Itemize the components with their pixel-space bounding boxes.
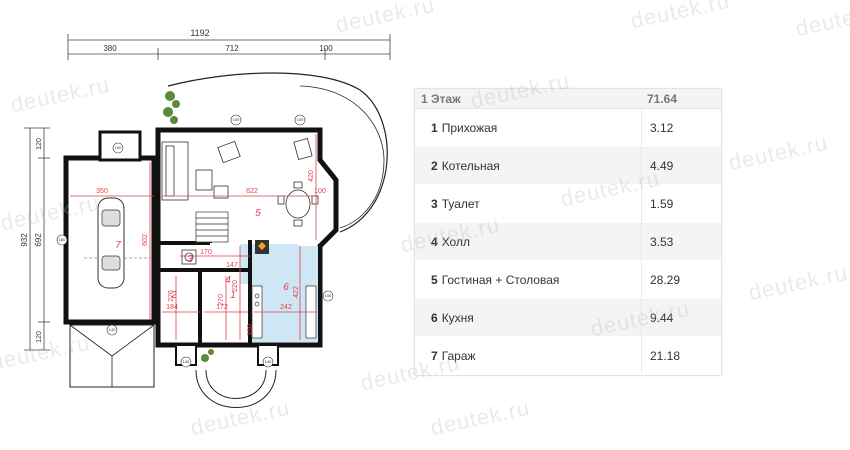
red-dimension-lines bbox=[70, 134, 317, 340]
room-name: Гараж bbox=[441, 348, 476, 363]
room-number-2: 2 bbox=[170, 290, 177, 301]
dim-seg-right: 100 bbox=[319, 44, 333, 53]
watermark: deutek.ru bbox=[793, 0, 850, 42]
dim-170: 170 bbox=[200, 249, 212, 256]
window-mark-d: 180 bbox=[59, 237, 66, 242]
dim-living-width: 622 bbox=[246, 188, 258, 195]
room-number-6: 6 bbox=[283, 282, 289, 293]
window-mark-c: 100 bbox=[297, 117, 304, 122]
room-number: 6 bbox=[431, 310, 438, 325]
room-area: 3.53 bbox=[641, 223, 721, 260]
dim-inner-height: 692 bbox=[34, 233, 43, 247]
entrance-porch bbox=[175, 344, 279, 408]
dim-garage-depth: 602 bbox=[142, 234, 149, 246]
dim-276: 276 bbox=[168, 290, 175, 302]
dim-top-offset: 120 bbox=[36, 138, 43, 150]
room-number: 4 bbox=[431, 234, 438, 249]
room-name: Кухня bbox=[441, 310, 474, 325]
window-mark-f: 140 bbox=[109, 327, 116, 332]
dim-living-depth: 420 bbox=[308, 170, 315, 182]
room-name: Гостиная + Столовая bbox=[441, 272, 560, 287]
room-area: 1.59 bbox=[641, 185, 721, 222]
furniture bbox=[161, 138, 319, 265]
window-markers bbox=[56, 114, 334, 368]
watermark: deutek.ru bbox=[428, 394, 533, 441]
room-number-7: 7 bbox=[115, 240, 121, 251]
dimension-left bbox=[24, 127, 50, 351]
room-area: 9.44 bbox=[641, 299, 721, 336]
car-icon bbox=[97, 197, 125, 289]
window-mark-b: 100 bbox=[233, 117, 240, 122]
room-name: Котельная bbox=[441, 158, 500, 173]
dim-270: 270 bbox=[218, 294, 225, 306]
table-header: 1 Этаж 71.64 bbox=[415, 89, 721, 109]
room-name: Прихожая bbox=[441, 120, 498, 135]
room-name: Туалет bbox=[441, 196, 480, 211]
room-number-4: 4 bbox=[225, 275, 231, 286]
fireplace-icon bbox=[255, 240, 269, 254]
dim-bottom-offset: 120 bbox=[36, 331, 43, 343]
room-number: 3 bbox=[431, 196, 438, 211]
watermark: deutek.ru bbox=[628, 0, 733, 34]
room-name: Холл bbox=[441, 234, 470, 249]
garage-ramp bbox=[69, 324, 155, 388]
floor-label: 1 Этаж bbox=[421, 91, 461, 106]
dimension-top bbox=[67, 34, 391, 60]
floor-plan: 1192 380 712 100 932 692 120 120 bbox=[20, 28, 391, 408]
room-number: 7 bbox=[431, 348, 438, 363]
room-number-5: 5 bbox=[255, 208, 261, 219]
room-number-3: 3 bbox=[187, 254, 193, 265]
watermark: deutek.ru bbox=[726, 129, 831, 176]
dim-total-height: 932 bbox=[20, 233, 29, 247]
dim-220: 220 bbox=[232, 280, 239, 292]
room-number-1: 1 bbox=[230, 290, 236, 301]
room-number: 5 bbox=[431, 272, 438, 287]
stairs bbox=[195, 211, 229, 243]
room-area: 3.12 bbox=[641, 109, 721, 146]
window-mark-a: 100 bbox=[115, 145, 122, 150]
room-area: 28.29 bbox=[641, 261, 721, 298]
dim-147: 147 bbox=[226, 262, 238, 269]
room-area: 4.49 bbox=[641, 147, 721, 184]
dim-422: 422 bbox=[293, 286, 300, 298]
dim-184: 184 bbox=[166, 304, 178, 311]
bay-window-arc bbox=[167, 72, 388, 233]
floor-total-area: 71.64 bbox=[647, 91, 678, 106]
dim-bay-width: 100 bbox=[314, 188, 326, 195]
room-area: 21.18 bbox=[641, 337, 721, 374]
watermark: deutek.ru bbox=[746, 259, 850, 306]
dim-seg-left: 380 bbox=[103, 44, 117, 53]
window-mark-e: 150 bbox=[325, 293, 332, 298]
dim-150: 150 bbox=[247, 324, 254, 336]
dim-seg-mid: 712 bbox=[225, 44, 239, 53]
dim-garage-width: 350 bbox=[96, 188, 108, 195]
room-number: 2 bbox=[431, 158, 438, 173]
dim-172: 172 bbox=[216, 304, 228, 311]
room-number: 1 bbox=[431, 120, 438, 135]
dim-242: 242 bbox=[280, 304, 292, 311]
window-mark-g: 140 bbox=[183, 359, 190, 364]
dim-total-width: 1192 bbox=[190, 28, 209, 38]
window-mark-h: 140 bbox=[265, 359, 272, 364]
